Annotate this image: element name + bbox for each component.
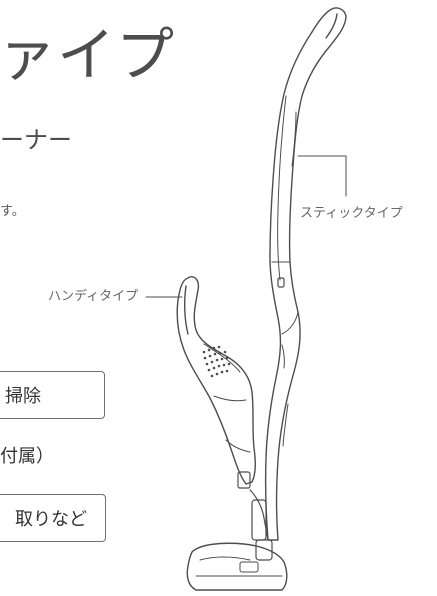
accessory-text: 付属）	[0, 446, 54, 467]
stick-type-label: スティックタイプ	[300, 206, 403, 221]
page-subtitle: ーナー	[0, 126, 72, 154]
handy-type-label: ハンディタイプ	[48, 289, 139, 304]
cleaning-feature-box: 掃除	[0, 371, 105, 419]
removal-feature-label: 取りなど	[15, 509, 87, 530]
floor-head-outline	[186, 542, 288, 591]
description-text: す。	[0, 204, 25, 219]
removal-feature-box: 取りなど	[0, 494, 106, 542]
cleaning-feature-label: 掃除	[5, 386, 41, 407]
page-title: ァイプ	[0, 21, 176, 89]
handy-vacuum-outline	[176, 276, 257, 485]
stick-vacuum-outline	[264, 7, 347, 541]
